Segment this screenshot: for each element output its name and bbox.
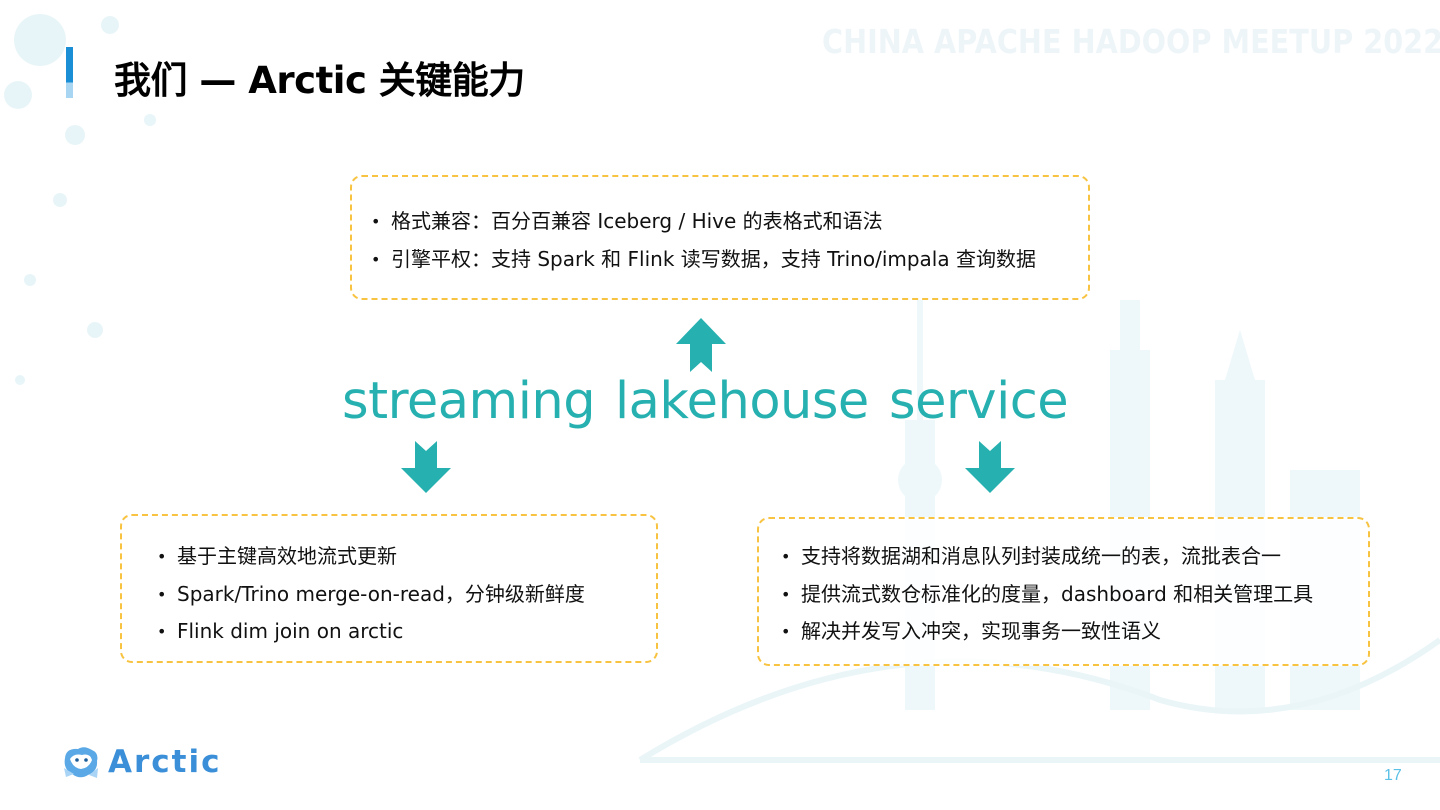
bullet-icon: • xyxy=(371,249,381,269)
keyword-lakehouse: lakehouse xyxy=(615,372,869,431)
streaming-capability-list: •基于主键高效地流式更新 •Spark/Trino merge-on-read，… xyxy=(157,538,656,651)
bullet-icon: • xyxy=(781,622,791,641)
engine-compat-box: •格式兼容：百分百兼容 Iceberg / Hive 的表格式和语法 •引擎平权… xyxy=(350,175,1090,300)
service-capability-box: •支持将数据湖和消息队列封装成统一的表，流批表合一 •提供流式数仓标准化的度量，… xyxy=(757,517,1370,666)
bullet-icon: • xyxy=(157,622,167,641)
arrow-down-icon xyxy=(965,441,1015,493)
list-item: •提供流式数仓标准化的度量，dashboard 和相关管理工具 xyxy=(781,576,1368,614)
keyword-service: service xyxy=(889,372,1069,431)
streaming-capability-box: •基于主键高效地流式更新 •Spark/Trino merge-on-read，… xyxy=(120,514,658,663)
arctic-logo: Arctic xyxy=(62,744,221,780)
slide-title: 我们 — Arctic 关键能力 xyxy=(114,59,525,102)
bullet-icon: • xyxy=(781,584,791,604)
bullet-icon: • xyxy=(781,547,791,566)
arrow-down-icon xyxy=(401,441,451,493)
engine-compat-list: •格式兼容：百分百兼容 Iceberg / Hive 的表格式和语法 •引擎平权… xyxy=(371,203,1088,279)
bullet-icon: • xyxy=(157,584,167,604)
list-item: •支持将数据湖和消息队列封装成统一的表，流批表合一 xyxy=(781,538,1368,576)
bullet-icon: • xyxy=(371,212,381,231)
arctic-bear-logo-icon xyxy=(64,747,98,778)
title-accent-bar xyxy=(66,47,73,98)
list-item: •格式兼容：百分百兼容 Iceberg / Hive 的表格式和语法 xyxy=(371,203,1088,241)
keyword-streaming: streaming xyxy=(342,372,596,431)
list-item: •引擎平权：支持 Spark 和 Flink 读写数据，支持 Trino/imp… xyxy=(371,241,1088,279)
list-item: •解决并发写入冲突，实现事务一致性语义 xyxy=(781,613,1368,651)
list-item: •Spark/Trino merge-on-read，分钟级新鲜度 xyxy=(157,576,656,614)
page-number: 17 xyxy=(1384,767,1402,784)
bullet-icon: • xyxy=(157,547,167,566)
list-item: •基于主键高效地流式更新 xyxy=(157,538,656,576)
list-item: •Flink dim join on arctic xyxy=(157,613,656,651)
arrow-up-icon xyxy=(676,318,726,372)
logo-text: Arctic xyxy=(108,744,222,780)
event-watermark: CHINA APACHE HADOOP MEETUP 2022 xyxy=(822,22,1440,61)
service-capability-list: •支持将数据湖和消息队列封装成统一的表，流批表合一 •提供流式数仓标准化的度量，… xyxy=(781,538,1368,651)
